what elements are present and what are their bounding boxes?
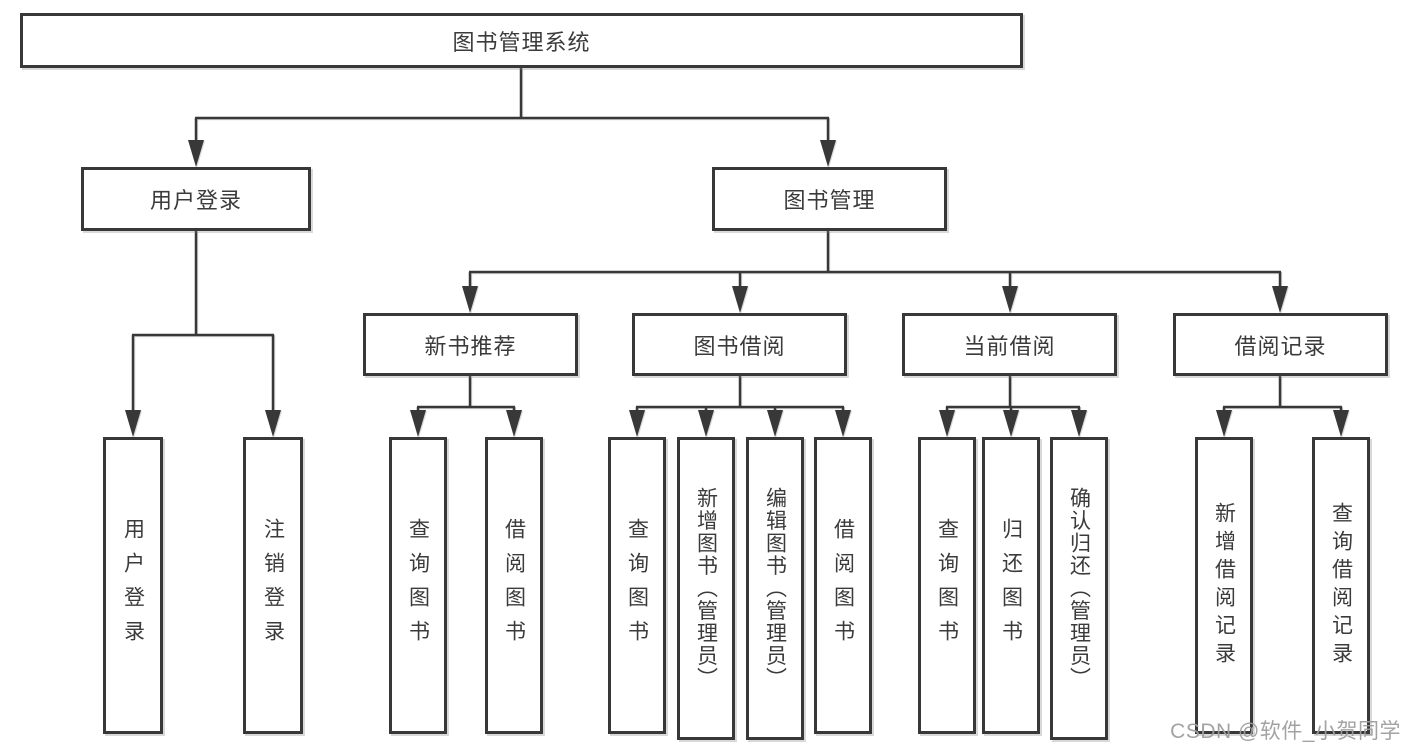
leaf-return-book: 归还图书 — [982, 437, 1040, 734]
node-book-management-label: 图书管理 — [783, 188, 876, 213]
leaf-add-borrow-record: 新增借阅记录 — [1195, 437, 1253, 734]
leaf-return-book-label: 归还图书 — [999, 517, 1023, 654]
node-borrowing-records: 借阅记录 — [1173, 313, 1388, 376]
leaf-logout: 注销登录 — [243, 437, 303, 734]
watermark: CSDN @软件_小贺同学 — [1170, 720, 1401, 743]
leaf-borrow-books-recommend: 借阅图书 — [485, 437, 543, 734]
leaf-add-book-admin: 新增图书（管理员） — [677, 437, 735, 740]
leaf-confirm-return-admin-label: 确认归还（管理员） — [1067, 487, 1091, 690]
leaf-query-books-current: 查询图书 — [918, 437, 976, 734]
node-current-borrowing: 当前借阅 — [902, 313, 1117, 376]
leaf-borrow-books: 借阅图书 — [814, 437, 872, 734]
leaf-query-books-borrow: 查询图书 — [608, 437, 666, 734]
leaf-add-borrow-record-label: 新增借阅记录 — [1212, 501, 1236, 670]
leaf-user-login: 用户登录 — [103, 437, 163, 734]
node-user-login-label: 用户登录 — [149, 188, 242, 213]
node-current-borrowing-label: 当前借阅 — [963, 333, 1056, 359]
leaf-borrow-books-label: 借阅图书 — [831, 517, 855, 654]
leaf-confirm-return-admin: 确认归还（管理员） — [1050, 437, 1108, 740]
leaf-query-books-current-label: 查询图书 — [935, 517, 959, 654]
leaf-query-books-borrow-label: 查询图书 — [625, 517, 649, 654]
node-library-management-system-label: 图书管理系统 — [452, 29, 591, 55]
leaf-user-login-label: 用户登录 — [121, 517, 145, 654]
leaf-query-books-recommend: 查询图书 — [389, 437, 447, 734]
node-new-book-recommendation-label: 新书推荐 — [424, 333, 517, 359]
node-borrowing-records-label: 借阅记录 — [1234, 333, 1327, 359]
node-book-management: 图书管理 — [712, 167, 947, 231]
leaf-logout-label: 注销登录 — [261, 517, 285, 654]
node-book-borrowing-label: 图书借阅 — [693, 333, 786, 359]
leaf-query-borrow-record: 查询借阅记录 — [1312, 437, 1370, 734]
leaf-edit-book-admin: 编辑图书（管理员） — [746, 437, 804, 740]
node-new-book-recommendation: 新书推荐 — [363, 313, 578, 376]
leaf-add-book-admin-label: 新增图书（管理员） — [694, 487, 718, 690]
leaf-borrow-books-recommend-label: 借阅图书 — [502, 517, 526, 654]
node-user-login: 用户登录 — [81, 167, 311, 231]
node-book-borrowing: 图书借阅 — [632, 313, 847, 376]
leaf-query-borrow-record-label: 查询借阅记录 — [1329, 501, 1353, 670]
leaf-edit-book-admin-label: 编辑图书（管理员） — [763, 487, 787, 690]
node-library-management-system: 图书管理系统 — [20, 13, 1023, 68]
leaf-query-books-recommend-label: 查询图书 — [406, 517, 430, 654]
